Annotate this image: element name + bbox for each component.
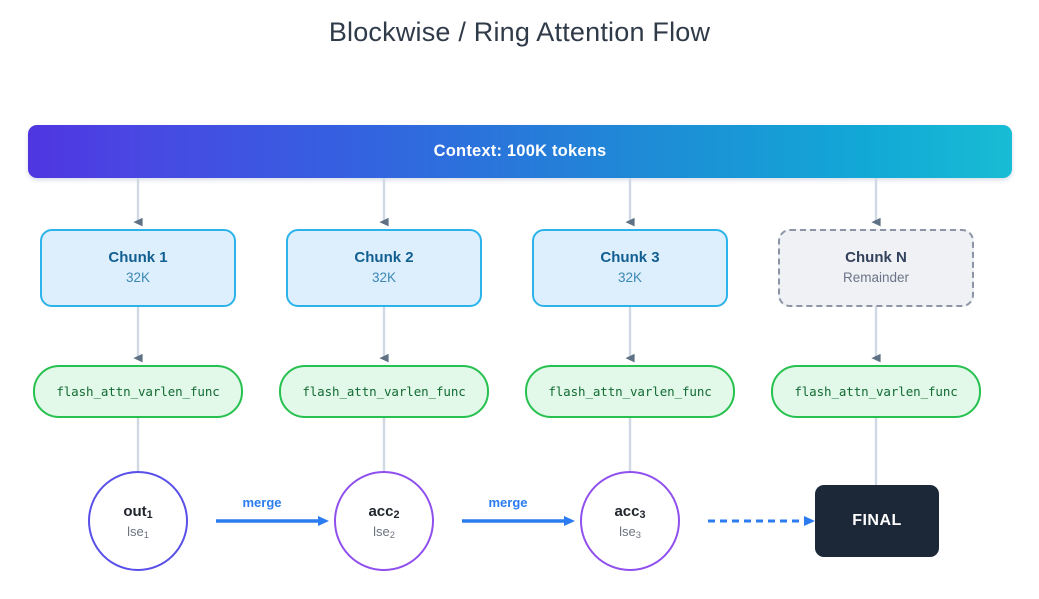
flash-attn-pill-1[interactable]: flash_attn_varlen_func xyxy=(33,365,243,418)
chunk-title: Chunk 2 xyxy=(354,248,414,266)
chunk-title: Chunk 1 xyxy=(108,248,168,266)
context-bar-label: Context: 100K tokens xyxy=(433,142,607,160)
accumulator-lse-subscript: 3 xyxy=(635,530,641,541)
accumulator-main: out1 xyxy=(123,501,152,522)
flash-attn-pill-2[interactable]: flash_attn_varlen_func xyxy=(279,365,489,418)
accumulator-lse: lse3 xyxy=(619,522,641,542)
accumulator-lse-subscript: 1 xyxy=(143,530,149,541)
flash-attn-pill-3[interactable]: flash_attn_varlen_func xyxy=(525,365,735,418)
accumulator-main-subscript: 2 xyxy=(393,509,400,522)
accumulator-circle-3[interactable]: acc3 lse3 xyxy=(580,471,680,571)
accumulator-lse-subscript: 2 xyxy=(389,530,395,541)
wire-chunks-to-functions xyxy=(133,307,881,363)
final-output-box[interactable]: FINAL xyxy=(815,485,939,557)
merge-label-2: merge xyxy=(488,495,528,510)
flash-attn-label: flash_attn_varlen_func xyxy=(548,384,712,399)
chunk-box-n[interactable]: Chunk N Remainder xyxy=(778,229,974,307)
chunk-subtitle: 32K xyxy=(125,270,151,285)
accumulator-circle-2[interactable]: acc2 lse2 xyxy=(334,471,434,571)
chunk-title: Chunk 3 xyxy=(600,248,660,266)
chunk-box-3[interactable]: Chunk 3 32K xyxy=(532,229,728,307)
chunk-subtitle: 32K xyxy=(371,270,397,285)
accumulator-main: acc3 xyxy=(614,501,645,522)
accumulator-lse: lse1 xyxy=(127,522,149,542)
chunk-subtitle: Remainder xyxy=(842,270,910,285)
page-title: Blockwise / Ring Attention Flow xyxy=(328,17,711,47)
chunk-box-2[interactable]: Chunk 2 32K xyxy=(286,229,482,307)
merge-label-1: merge xyxy=(242,495,282,510)
final-label: FINAL xyxy=(852,512,902,529)
accumulator-lse-text: lse xyxy=(127,523,144,539)
chunk-box-1[interactable]: Chunk 1 32K xyxy=(40,229,236,307)
chunk-title: Chunk N xyxy=(845,248,907,266)
accumulator-main-subscript: 1 xyxy=(146,509,153,522)
context-bar: Context: 100K tokens xyxy=(28,125,1012,178)
accumulator-main-text: acc xyxy=(368,502,394,520)
chunk-subtitle: 32K xyxy=(617,270,643,285)
accumulator-main-text: out xyxy=(123,502,147,520)
accumulator-lse-text: lse xyxy=(619,523,636,539)
accumulator-main-subscript: 3 xyxy=(639,509,646,522)
accumulator-circle-1[interactable]: out1 lse1 xyxy=(88,471,188,571)
accumulator-lse-text: lse xyxy=(373,523,390,539)
flash-attn-pill-n[interactable]: flash_attn_varlen_func xyxy=(771,365,981,418)
flash-attn-label: flash_attn_varlen_func xyxy=(794,384,958,399)
accumulator-main: acc2 xyxy=(368,501,399,522)
wire-functions-to-accumulators xyxy=(136,418,878,486)
flash-attn-label: flash_attn_varlen_func xyxy=(302,384,466,399)
wire-context-to-chunks xyxy=(133,178,881,227)
flash-attn-label: flash_attn_varlen_func xyxy=(56,384,220,399)
accumulator-main-text: acc xyxy=(614,502,640,520)
accumulator-lse: lse2 xyxy=(373,522,395,542)
